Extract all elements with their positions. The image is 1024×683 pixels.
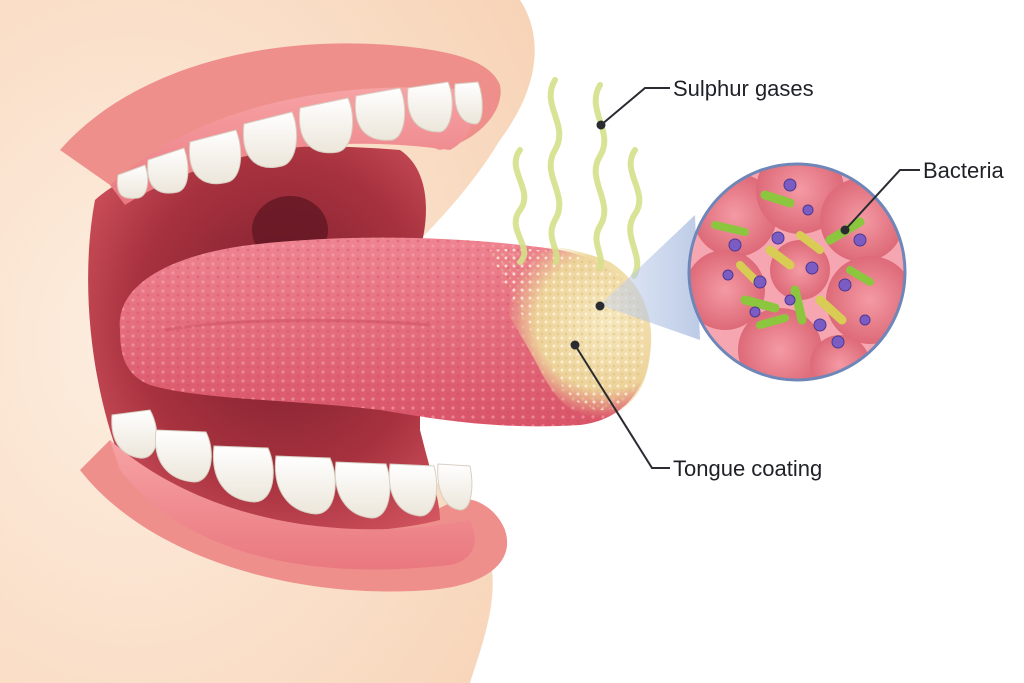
upper-teeth bbox=[116, 81, 483, 199]
magnifier-anchor-dot bbox=[595, 301, 605, 311]
lower-gum bbox=[110, 440, 475, 570]
label-bacteria: Bacteria bbox=[923, 158, 1004, 183]
leader-bacteria bbox=[844, 169, 920, 231]
label-tongue-coating: Tongue coating bbox=[673, 456, 822, 481]
leader-sulphur-gases bbox=[600, 87, 670, 126]
magnifier-ring bbox=[687, 162, 907, 382]
sulphur-gas-wisps bbox=[512, 77, 643, 279]
papilla bbox=[770, 240, 830, 300]
leader-lines bbox=[570, 87, 920, 469]
papilla bbox=[738, 308, 822, 380]
lower-teeth bbox=[111, 409, 473, 519]
bacteria-cocci bbox=[722, 178, 871, 349]
label-sulphur-gases: Sulphur gases bbox=[673, 76, 814, 101]
magnified-view bbox=[687, 162, 907, 382]
tongue-coating-area bbox=[470, 243, 652, 419]
papilla bbox=[810, 335, 870, 380]
leader-dot-bacteria bbox=[840, 225, 850, 235]
magnifier-cone bbox=[600, 215, 700, 340]
leader-dot-tongue-coating bbox=[570, 340, 580, 350]
bacteria-rods bbox=[711, 190, 874, 329]
leader-dot-sulphur-gases bbox=[596, 120, 606, 130]
leader-tongue-coating bbox=[574, 344, 670, 469]
